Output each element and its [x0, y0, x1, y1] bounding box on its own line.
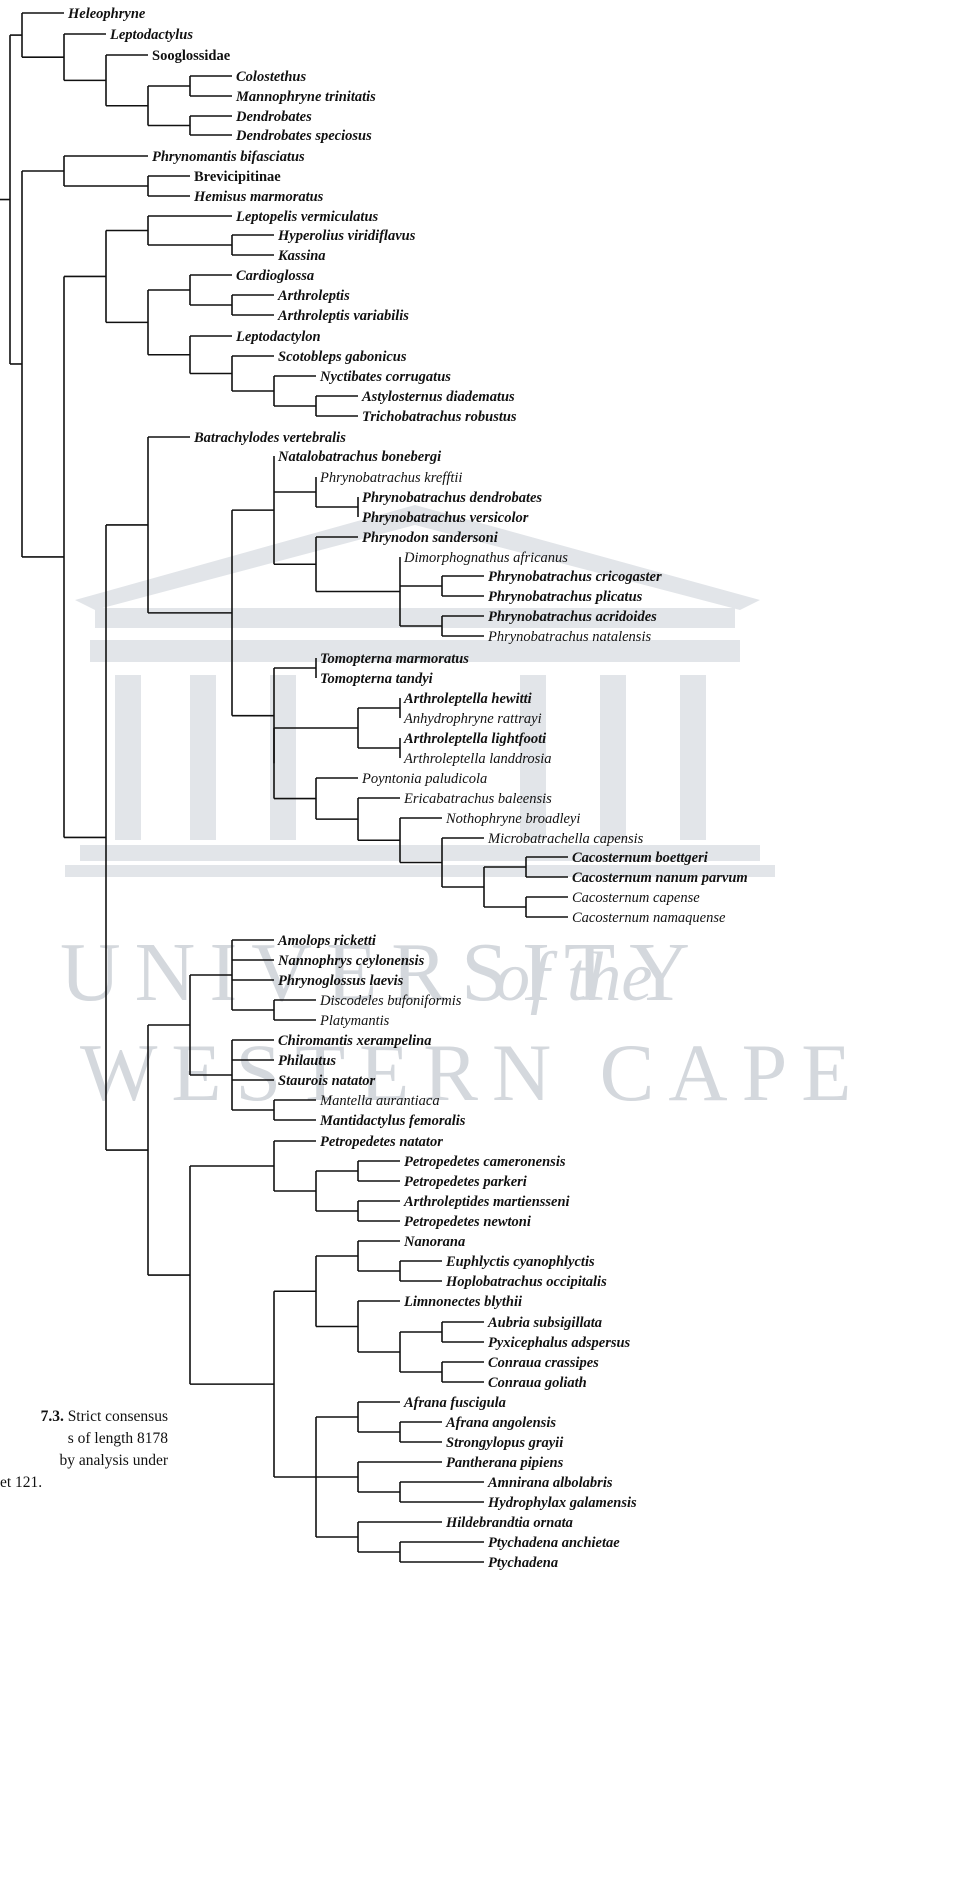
leaf-label: Arthroleptella hewitti: [403, 691, 532, 707]
leaf-label: Sooglossidae: [152, 48, 231, 64]
caption-line-4: et 121.: [0, 1474, 43, 1491]
leaf-label: Phrynobatrachus natalensis: [487, 629, 651, 645]
leaf-label: Arthroleptella landdrosia: [403, 751, 552, 767]
leaf-label: Tomopterna marmoratus: [320, 651, 469, 667]
leaf-label: Hoplobatrachus occipitalis: [445, 1274, 607, 1290]
leaf-label: Trichobatrachus robustus: [362, 409, 517, 425]
leaf-label: Mantidactylus femoralis: [319, 1113, 466, 1129]
leaf-label: Mantella aurantiaca: [319, 1093, 440, 1109]
leaf-label: Amnirana albolabris: [487, 1475, 613, 1491]
leaf-label: Petropedetes parkeri: [404, 1174, 527, 1190]
caption-line-1: 7.3. Strict consensus: [0, 1406, 168, 1428]
leaf-label: Petropedetes newtoni: [404, 1214, 531, 1230]
watermark-line2: WESTERN CAPE: [80, 1027, 865, 1118]
leaf-label: Pantherana pipiens: [446, 1455, 564, 1471]
leaf-label: Pyxicephalus adspersus: [488, 1335, 631, 1351]
leaf-label: Conraua goliath: [488, 1375, 587, 1391]
leaf-label: Amolops ricketti: [277, 933, 376, 949]
leaf-label: Ptychadena anchietae: [488, 1535, 620, 1551]
tree-branches: [0, 12, 568, 1563]
leaf-label: Nannophrys ceylonensis: [277, 953, 425, 969]
leaf-label: Scotobleps gabonicus: [278, 349, 407, 365]
leaf-label: Cacosternum namaquense: [572, 910, 726, 926]
leaf-label: Phrynobatrachus cricogaster: [488, 569, 662, 585]
leaf-label: Anhydrophryne rattrayi: [403, 711, 542, 727]
leaf-label: Arthroleptides martiensseni: [403, 1194, 570, 1210]
leaf-label: Cacosternum boettgeri: [572, 850, 708, 866]
leaf-label: Arthroleptis: [277, 288, 350, 304]
leaf-label: Leptodactylus: [109, 27, 193, 43]
leaf-label: Phrynoglossus laevis: [278, 973, 404, 989]
leaf-label: Phrynobatrachus dendrobates: [362, 490, 542, 506]
leaf-label: Dendrobates: [235, 109, 312, 125]
caption-line-1-rest: Strict consensus: [63, 1408, 168, 1425]
leaf-label: Cacosternum nanum parvum: [572, 870, 748, 886]
leaf-label: Colostethus: [236, 69, 306, 85]
leaf-label: Leptopelis vermiculatus: [235, 209, 379, 225]
leaf-label: Microbatrachella capensis: [487, 831, 644, 847]
leaf-label: Phrynobatrachus versicolor: [362, 510, 529, 526]
leaf-label: Dimorphognathus africanus: [403, 550, 568, 566]
leaf-label: Limnonectes blythii: [403, 1294, 522, 1310]
leaf-label: Mannophryne trinitatis: [235, 89, 376, 105]
leaf-label: Hildebrandtia ornata: [445, 1515, 573, 1531]
leaf-label: Chiromantis xerampelina: [278, 1033, 432, 1049]
leaf-label: Kassina: [277, 248, 326, 264]
leaf-label: Dendrobates speciosus: [235, 128, 372, 144]
leaf-label: Brevicipitinae: [194, 169, 281, 185]
building-crest-watermark: [65, 505, 775, 877]
leaf-label: Tomopterna tandyi: [320, 671, 433, 687]
leaf-label: Nanorana: [403, 1234, 465, 1250]
caption-figure-label: 7.3.: [40, 1408, 64, 1425]
leaf-label: Hemisus marmoratus: [193, 189, 324, 205]
leaf-label: Astylosternus diadematus: [361, 389, 515, 405]
leaf-label: Heleophryne: [67, 6, 146, 22]
leaf-label: Poyntonia paludicola: [361, 771, 487, 787]
leaf-label: Ptychadena: [488, 1555, 558, 1571]
leaf-label: Platymantis: [319, 1013, 390, 1029]
leaf-label: Phrynobatrachus acridoides: [488, 609, 657, 625]
leaf-label: Nothophryne broadleyi: [445, 811, 580, 827]
caption-line-3: by analysis under: [59, 1452, 168, 1469]
leaf-label: Conraua crassipes: [488, 1355, 599, 1371]
watermark-line1: UNIVERSITY: [60, 926, 704, 1019]
caption-line-2: s of length 8178: [67, 1430, 168, 1447]
leaf-label: Hyperolius viridiflavus: [277, 228, 416, 244]
leaf-label: Petropedetes cameronensis: [404, 1154, 566, 1170]
leaf-label: Aubria subsigillata: [487, 1315, 602, 1331]
leaf-label: Batrachylodes vertebralis: [193, 430, 346, 446]
leaf-label: Afrana angolensis: [445, 1415, 556, 1431]
leaf-label: Cardioglossa: [236, 268, 314, 284]
leaf-label: Petropedetes natator: [320, 1134, 443, 1150]
figure-caption: 7.3. Strict consensus s of length 8178 b…: [0, 1406, 168, 1494]
leaf-label: Philautus: [278, 1053, 336, 1069]
leaf-label: Natalobatrachus bonebergi: [277, 449, 441, 465]
leaf-label: Staurois natator: [278, 1073, 375, 1089]
leaf-label: Phrynodon sandersoni: [362, 530, 498, 546]
leaf-label: Leptodactylon: [235, 329, 321, 345]
leaf-label: Strongylopus grayii: [446, 1435, 563, 1451]
leaf-label: Afrana fuscigula: [403, 1395, 506, 1411]
leaf-label: Hydrophylax galamensis: [487, 1495, 637, 1511]
leaf-label: Arthroleptella lightfooti: [403, 731, 546, 747]
leaf-label: Arthroleptis variabilis: [277, 308, 409, 324]
tree-leaf-labels: HeleophryneLeptodactylusSooglossidaeColo…: [67, 6, 748, 1571]
leaf-label: Discodeles bufoniformis: [319, 993, 462, 1009]
leaf-label: Phrynomantis bifasciatus: [152, 149, 305, 165]
leaf-label: Phrynobatrachus krefftii: [319, 470, 462, 486]
leaf-label: Cacosternum capense: [572, 890, 700, 906]
leaf-label: Ericabatrachus baleensis: [403, 791, 552, 807]
leaf-label: Nyctibates corrugatus: [319, 369, 451, 385]
leaf-label: Phrynobatrachus plicatus: [488, 589, 643, 605]
leaf-label: Euphlyctis cyanophlyctis: [445, 1254, 595, 1270]
watermark-line1-suffix: of the: [495, 939, 652, 1016]
